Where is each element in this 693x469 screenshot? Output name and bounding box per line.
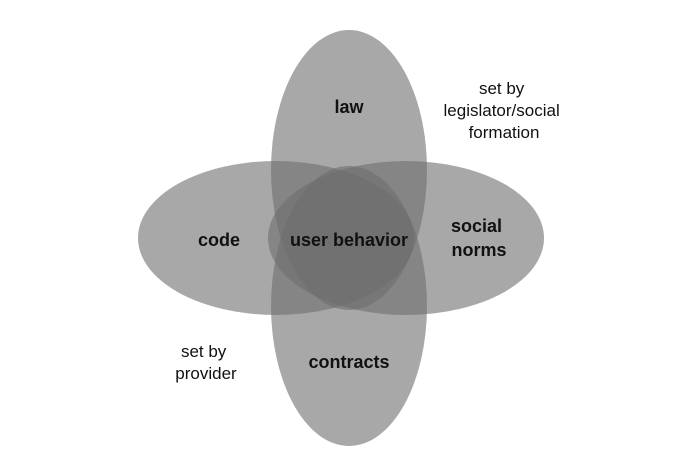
provider-annotation-line-1: set by <box>181 342 227 361</box>
legislator-annotation-line-3: formation <box>469 123 540 142</box>
law-label: law <box>334 97 364 117</box>
user-behavior-label: user behavior <box>290 230 408 250</box>
social-norms-line-2: norms <box>451 240 506 260</box>
provider-annotation-line-2: provider <box>175 364 237 383</box>
social-norms-line-1: social <box>451 216 502 236</box>
code-label: code <box>198 230 240 250</box>
legislator-annotation: set by legislator/social formation <box>444 79 565 142</box>
contracts-ellipse <box>271 166 427 446</box>
legislator-annotation-line-1: set by <box>479 79 525 98</box>
social-norms-label: social norms <box>451 216 507 260</box>
legislator-annotation-line-2: legislator/social <box>444 101 560 120</box>
contracts-label: contracts <box>308 352 389 372</box>
provider-annotation: set by provider <box>175 342 237 383</box>
